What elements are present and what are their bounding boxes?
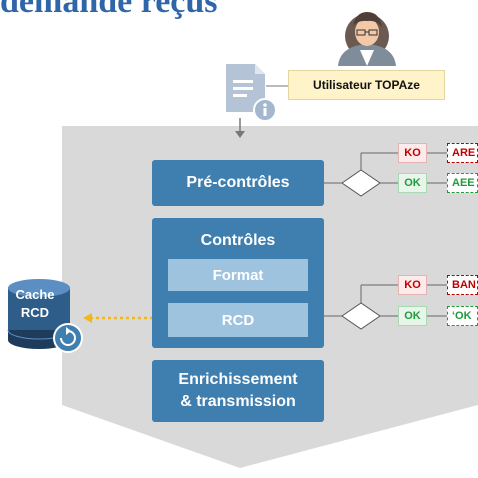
status-ko-bottom: KO xyxy=(398,275,427,295)
status-ok-top: OK xyxy=(398,173,427,193)
step-controles-title: Contrôles xyxy=(200,232,276,249)
refresh-icon xyxy=(53,323,83,353)
result-ko-top: ARE xyxy=(447,143,478,163)
document-info-icon xyxy=(226,64,277,122)
user-avatar-icon xyxy=(338,12,396,66)
user-label: Utilisateur TOPAze xyxy=(288,70,445,100)
step-enrichissement: Enrichissement & transmission xyxy=(152,360,324,422)
status-ok-bottom: OK xyxy=(398,306,427,326)
cache-label-line2: RCD xyxy=(20,305,50,320)
cache-label: Cache RCD xyxy=(10,286,60,326)
result-ko-bottom: BAN xyxy=(447,275,478,295)
cache-label-line1: Cache xyxy=(15,287,55,302)
page-title: demande reçus xyxy=(0,0,218,20)
substep-rcd: RCD xyxy=(168,303,308,337)
result-ok-top: AEE xyxy=(447,173,478,193)
step-enrichissement-line2: & transmission xyxy=(180,393,296,410)
step-pre-controles: Pré-contrôles xyxy=(152,160,324,206)
result-ok-bottom: ‘OK xyxy=(447,306,478,326)
substep-format: Format xyxy=(168,259,308,291)
step-enrichissement-line1: Enrichissement xyxy=(178,371,298,388)
status-ko-top: KO xyxy=(398,143,427,163)
